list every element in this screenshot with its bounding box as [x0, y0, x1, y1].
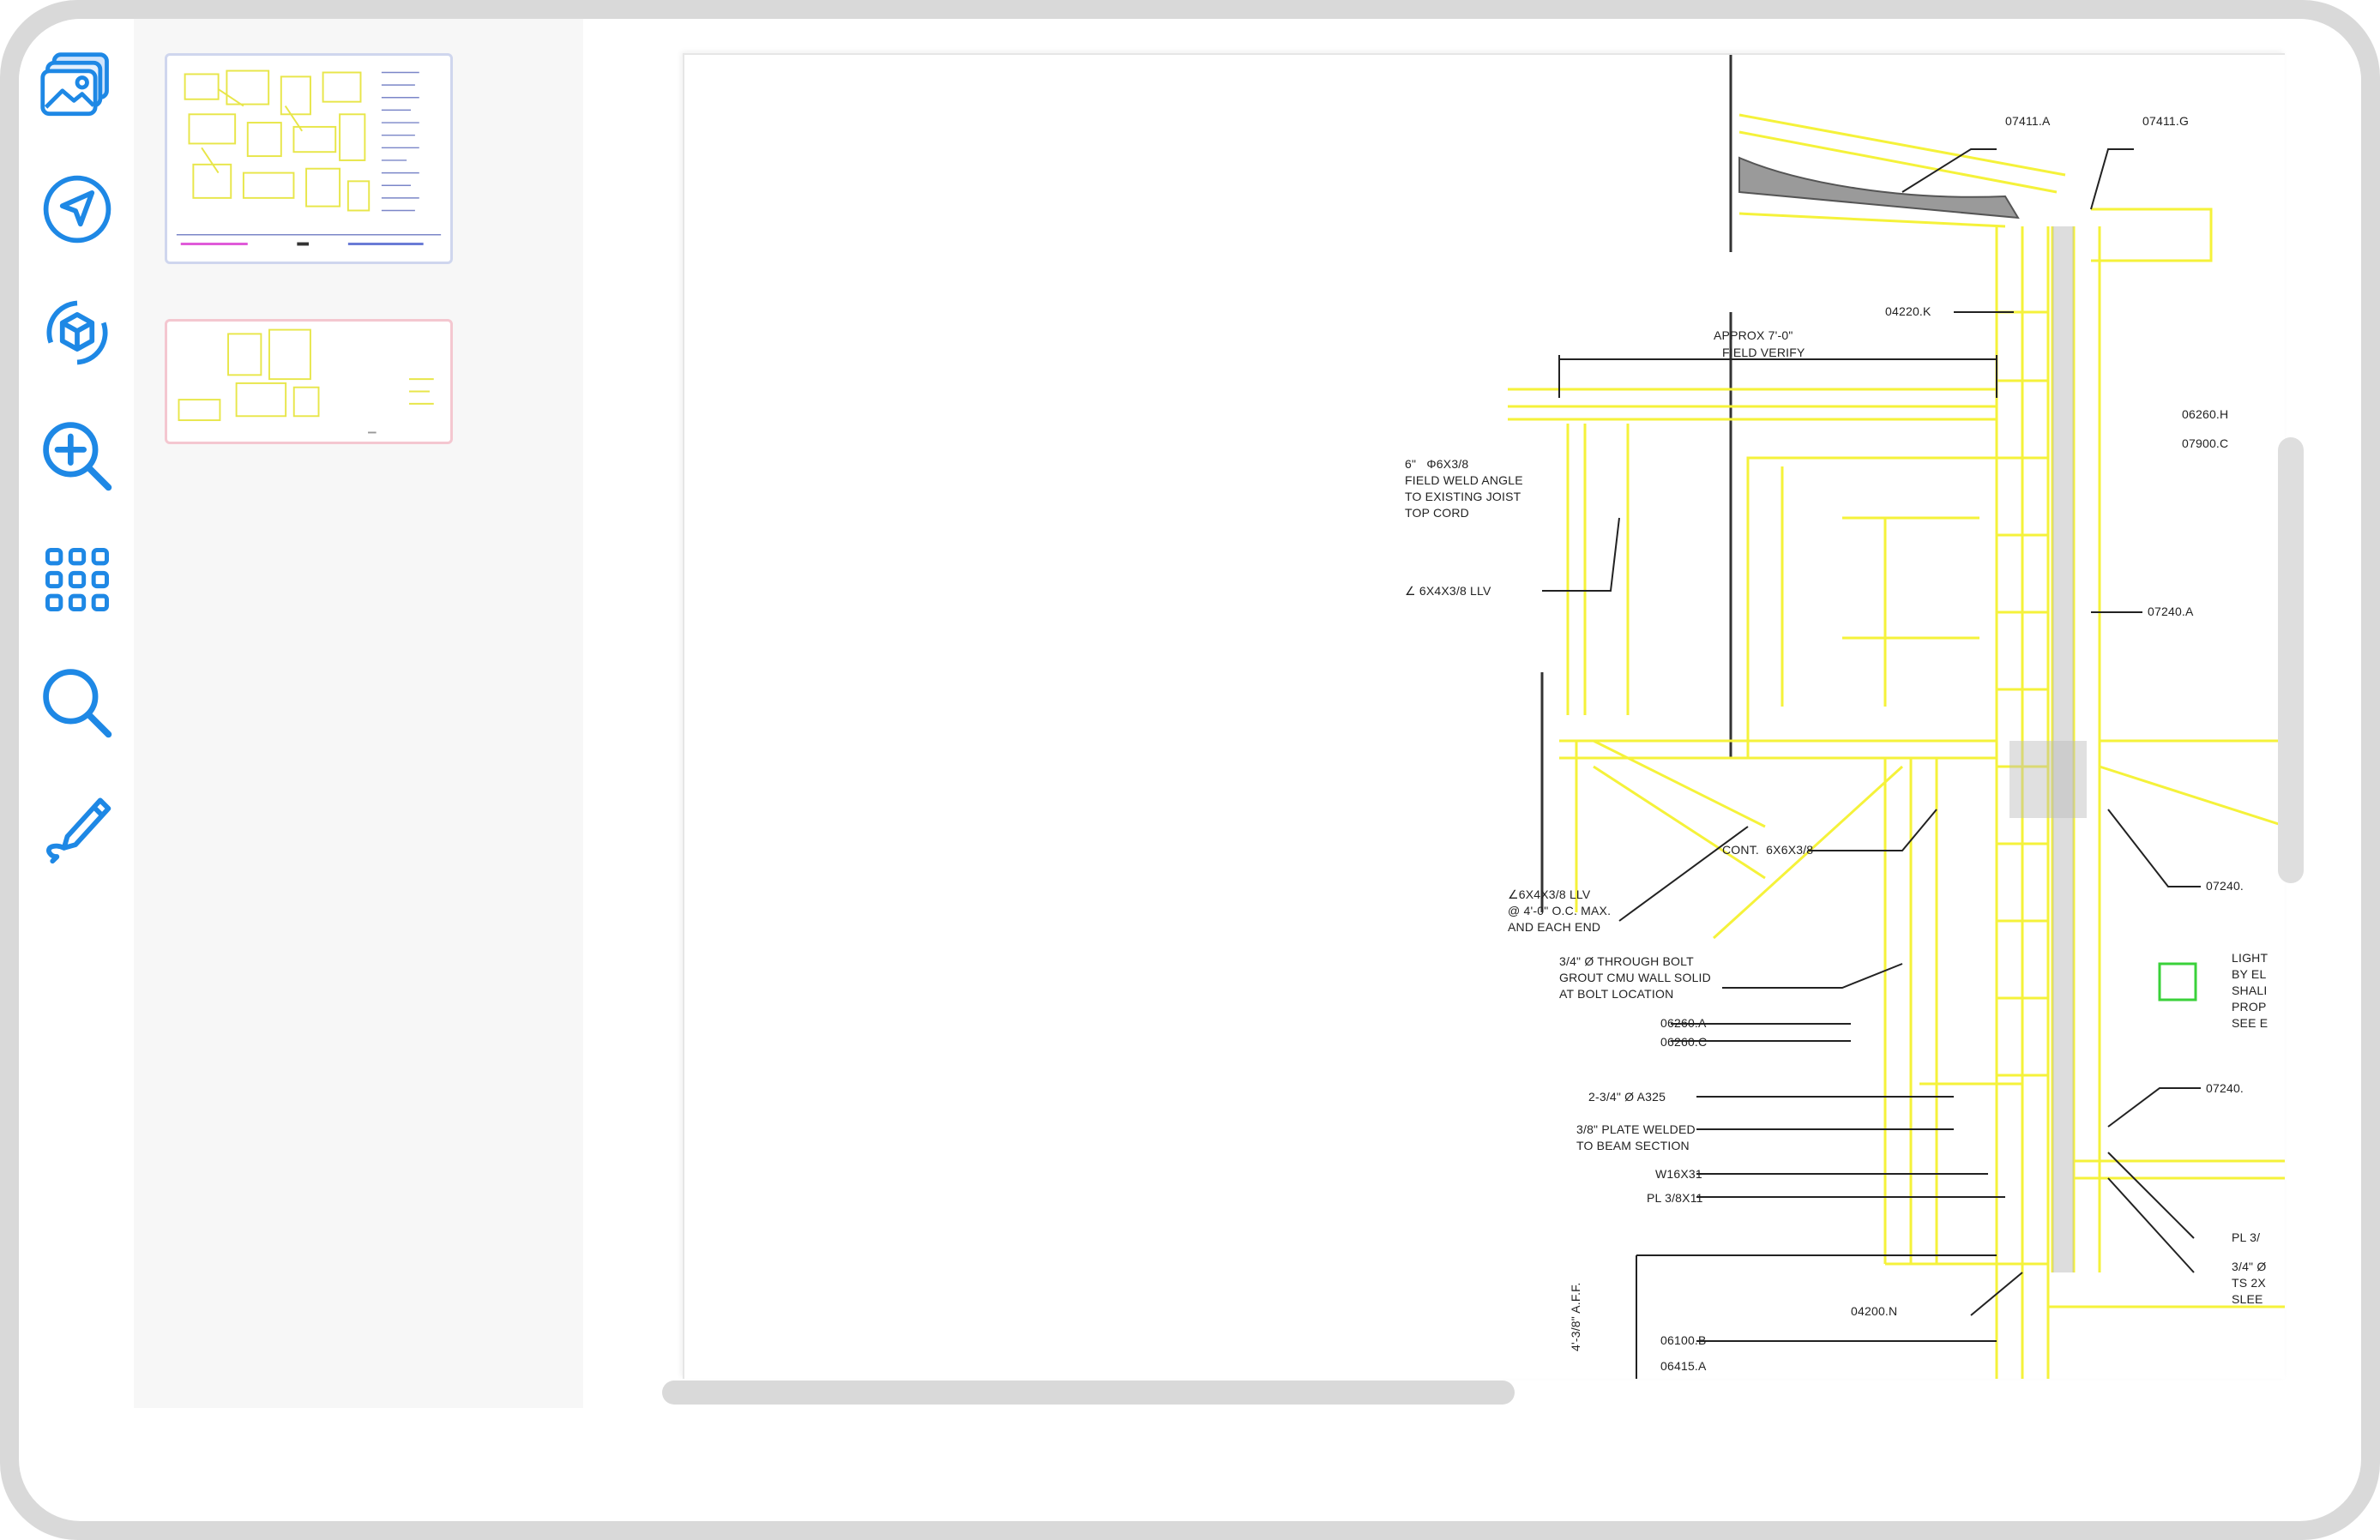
image-gallery-button[interactable]: [34, 45, 120, 130]
document-viewer: 07411.A 07411.G 04220.K APPROX 7'-0" FIE…: [583, 19, 2361, 1408]
dimension-vertical: 4'-3/8" A.F.F.: [1569, 1282, 1582, 1351]
callout-06260c: 06260.C: [1660, 1035, 1708, 1049]
dimension-approx: APPROX 7'-0": [1714, 328, 1793, 342]
callout-06415a: 06415.A: [1660, 1359, 1707, 1373]
note-cont-angle: CONT. 6X6X3/8: [1722, 843, 1814, 857]
note-a325-bolts: 2-3/4" Ø A325: [1588, 1090, 1666, 1104]
callout-07240-c: 07240.: [2206, 1081, 2244, 1095]
vertical-scrollbar[interactable]: [2278, 437, 2304, 883]
apps-grid-button[interactable]: [34, 537, 120, 623]
note-angle-spacing: ∠6X4X3/8 LLV @ 4'-0" O.C. MAX. AND EACH …: [1508, 887, 1612, 934]
images-icon: [40, 52, 109, 117]
search-icon: [43, 669, 112, 738]
light-marker: [2158, 962, 2197, 1002]
callout-07900c: 07900.C: [2182, 436, 2229, 450]
cube-rotate-icon: [46, 300, 108, 365]
app-window: 07411.A 07411.G 04220.K APPROX 7'-0" FIE…: [19, 19, 2361, 1521]
pen-signature-icon: [46, 797, 111, 864]
note-through-bolt: 3/4" Ø THROUGH BOLT GROUT CMU WALL SOLID…: [1559, 954, 1711, 1001]
note-plate-welded: 3/8" PLATE WELDED TO BEAM SECTION: [1576, 1122, 1696, 1152]
grid-icon: [45, 548, 109, 611]
zoom-in-button[interactable]: [34, 413, 120, 499]
note-ts-sleeve: 3/4" Ø TS 2X SLEE: [2232, 1260, 2267, 1306]
note-angle-llv: ∠ 6X4X3/8 LLV: [1405, 584, 1491, 598]
note-plate-pl: PL 3/8X11: [1647, 1191, 1703, 1205]
callout-07411a: 07411.A: [2005, 114, 2051, 128]
callout-04220k: 04220.K: [1885, 304, 1931, 318]
callout-07240-b: 07240.: [2206, 879, 2244, 893]
dimension-field-verify: FIELD VERIFY: [1722, 346, 1805, 359]
document-page[interactable]: 07411.A 07411.G 04220.K APPROX 7'-0" FIE…: [683, 53, 2285, 1379]
3d-view-button[interactable]: [34, 290, 120, 376]
note-light: LIGHT BY EL SHALI PROP SEE E: [2232, 951, 2269, 1030]
thumbnail-drawing-1: [176, 69, 442, 246]
navigation-arrow-icon: [43, 175, 111, 244]
zoom-in-icon: [43, 422, 112, 491]
left-toolbar: [19, 19, 134, 1408]
navigate-button[interactable]: [34, 166, 120, 252]
signature-button[interactable]: [34, 784, 120, 869]
page-thumbnail-2[interactable]: [165, 319, 453, 444]
callout-04200n: 04200.N: [1851, 1304, 1898, 1318]
note-plate-right: PL 3/: [2232, 1230, 2261, 1244]
callout-06260h: 06260.H: [2182, 407, 2229, 421]
callout-07411g: 07411.G: [2142, 114, 2190, 128]
page-thumbnail-1[interactable]: [165, 53, 453, 264]
callout-06100b: 06100.B: [1660, 1333, 1707, 1347]
callout-06260a: 06260.A: [1660, 1016, 1707, 1030]
page-thumbnails-panel: [134, 19, 583, 1408]
callout-07240a: 07240.A: [2148, 605, 2194, 618]
note-field-weld: 6" Φ6X3/8 FIELD WELD ANGLE TO EXISTING J…: [1405, 457, 1523, 520]
horizontal-scrollbar[interactable]: [662, 1381, 1515, 1405]
thumbnail-drawing-2: [178, 328, 434, 434]
search-button[interactable]: [34, 660, 120, 746]
note-beam-w16: W16X31: [1655, 1167, 1702, 1181]
cad-section-drawing: [1508, 55, 2285, 1379]
